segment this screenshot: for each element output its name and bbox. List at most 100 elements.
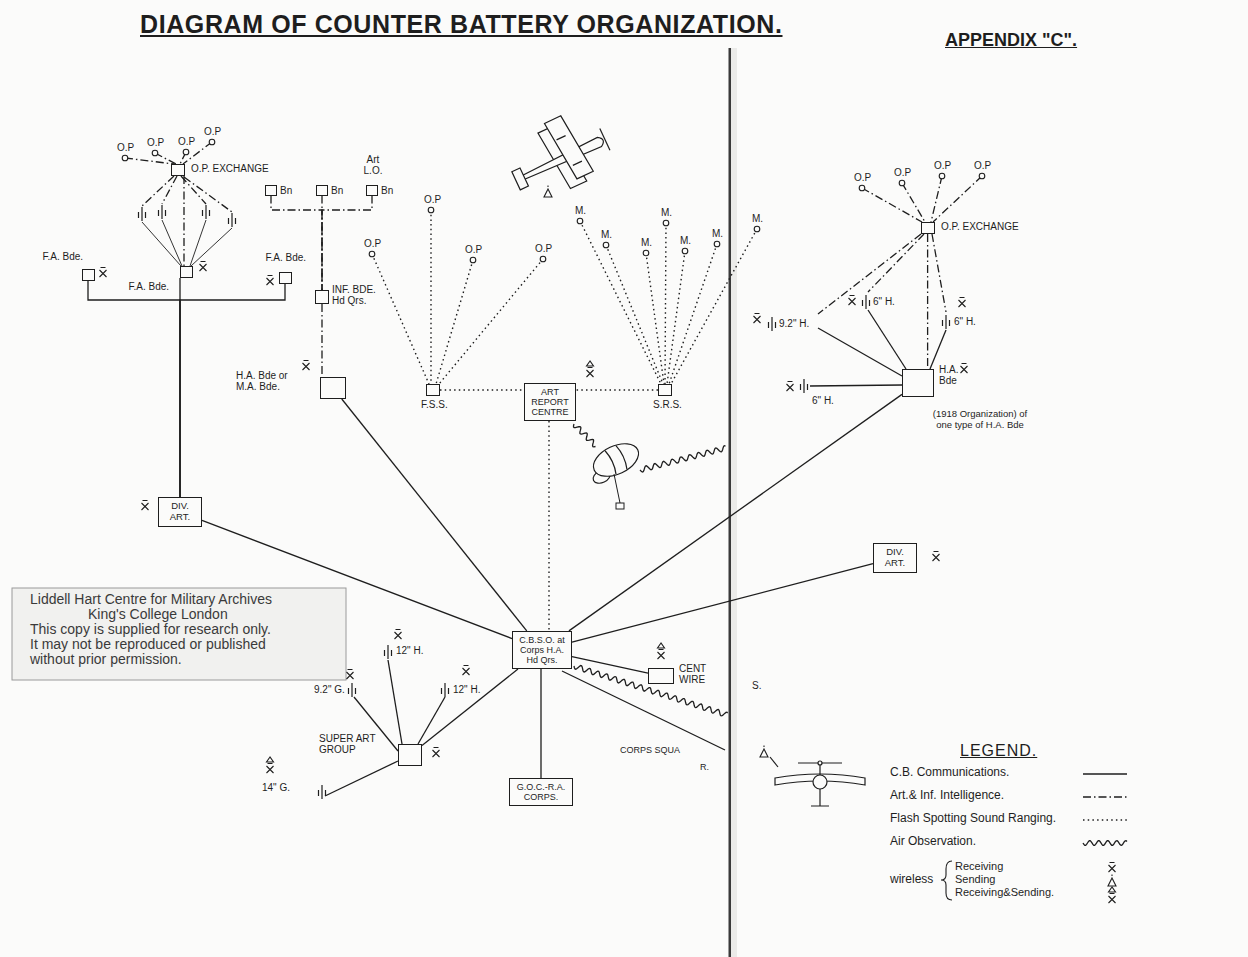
leader-line [930,330,946,369]
fragment-label: R. [700,762,709,772]
wireless-stroke [849,296,856,306]
gun-symbol [139,207,146,221]
wireless-symbol [1108,875,1116,887]
node-label: F.A. Bde. [266,252,307,263]
gun-symbol [319,785,326,799]
post-circle [540,256,546,262]
node-label: G.O.C.-R.A. CORPS. [514,782,568,802]
wireless-centre-box: CENT WIRE [648,668,674,684]
post-label: M. [641,237,652,248]
wireless-stroke [1108,875,1116,887]
leader-line [667,251,685,384]
aeroplane-part [557,134,582,167]
gun-symbol [442,683,449,697]
wireless-symbol [200,262,207,272]
wireless-stroke [754,314,761,324]
post-circle [470,257,476,263]
gun-symbol [943,315,950,329]
post-label: O.P [894,167,911,178]
wireless-stroke [100,268,107,278]
wireless-stroke [587,368,594,378]
legend-heading: LEGEND. [960,742,1037,760]
group-box: SUPER ART GROUP [398,744,422,766]
node-label: O.P. EXCHANGE [191,163,269,174]
connector [88,281,180,497]
wireless-symbol [267,276,274,286]
aeroplane-part [600,129,610,151]
wireless-symbol [787,382,794,392]
goc-box: G.O.C.-R.A. CORPS. [509,778,573,806]
connector [540,669,541,778]
wireless-symbol [760,746,768,758]
wireless-symbol [849,296,856,306]
node-label: F.S.S. [421,399,448,410]
wireless-symbol [933,552,940,562]
gun-symbol [349,683,356,697]
legend-sample [1083,797,1127,798]
wireless-symbol [1109,863,1116,873]
gun-symbol [385,645,392,659]
gun-symbol [769,317,776,331]
post-circle [714,241,720,247]
aeroplane-part [770,757,778,767]
node-label: S.R.S. [653,399,682,410]
leader-line [325,761,398,796]
post-circle [899,180,905,186]
wireless-symbol [658,643,665,659]
leader-line [665,223,666,384]
wireless-symbol [1109,887,1116,903]
wireless-stroke [303,361,310,371]
gun-label: 9.2" G. [314,684,345,695]
post-circle [209,139,215,145]
wireless-stroke [142,501,149,511]
legend-text: C.B. Communications. [890,766,1009,779]
legend-text: Flash Spotting Sound Ranging. [890,812,1056,825]
leader-line [580,221,661,384]
wireless-stroke [1109,887,1116,892]
leader-line [868,310,906,369]
diagram-title: DIAGRAM OF COUNTER BATTERY ORGANIZATION. [140,10,783,39]
wireless-symbol [142,501,149,511]
post-circle [152,150,158,156]
wireless-stroke [760,746,768,758]
stamp-text: Liddell Hart Centre for Military Archive… [30,592,272,608]
legend-sample [1109,887,1116,903]
connector [927,234,928,369]
brigade-box: H.A. Bde or M.A. Bde. [320,377,346,399]
wireless-stroke [658,650,665,660]
node-label: Bn [331,185,343,196]
leader-line [418,697,445,744]
leader-line [671,229,757,384]
node-label: DIV. ART. [878,547,912,568]
node-label: CENT WIRE [679,663,713,685]
post-label: O.P [465,244,482,255]
balloon-part [605,445,629,474]
connector [572,657,648,674]
aeroplane-part [544,113,593,181]
post-label: O.P [364,238,381,249]
wireless-symbol [267,757,274,773]
post-circle [643,250,649,256]
post-label: M. [752,213,763,224]
wireless-stroke [267,757,274,762]
legend-text: Sending [955,873,995,885]
battalion-box: Art L.O.Bn [366,185,378,196]
bracket [941,861,952,900]
leader-line [142,222,181,266]
aeroplane-part [811,789,829,806]
wireless-stroke [267,764,274,774]
post-circle [122,155,128,161]
connector [342,399,527,631]
gun-label: 12" H. [396,645,423,656]
wireless-symbol [395,630,402,640]
gun-label: 6" H. [812,395,834,406]
post-circle [369,251,375,257]
node-label: ART REPORT CENTRE [529,387,571,417]
leader-line [646,253,664,384]
post-label: O.P [424,194,441,205]
air-observation-line [640,446,726,472]
air-observation-line [574,424,596,447]
post-label: O.P [117,142,134,153]
node-label: Bn [381,185,393,196]
wireless-symbol [303,361,310,371]
